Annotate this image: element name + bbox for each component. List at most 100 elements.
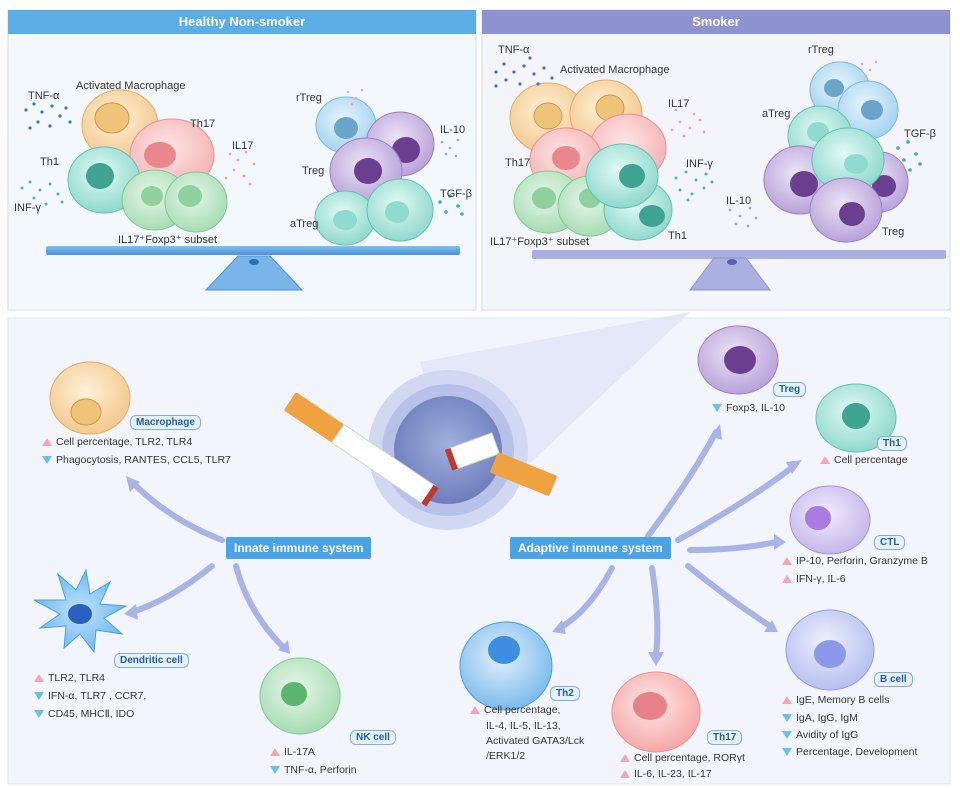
th1-up-row: Cell percentage bbox=[820, 454, 908, 466]
macrophage-up-row: Cell percentage, TLR2, TLR4 bbox=[42, 436, 192, 448]
dendritic-cell bbox=[33, 568, 128, 654]
up-arrow-icon bbox=[782, 575, 792, 583]
nk-tag: NK cell bbox=[350, 730, 396, 745]
th17-up-row-2: IL-6, IL-23, IL-17 bbox=[620, 768, 712, 780]
th1-tag: Th1 bbox=[877, 436, 907, 451]
th1-cell bbox=[815, 383, 897, 453]
dendritic-down-row-2: CD45, MHCⅡ, IDO bbox=[34, 708, 134, 720]
down-arrow-icon bbox=[42, 456, 52, 464]
right-il17-label: IL17 bbox=[668, 98, 690, 110]
bcell-down-row-1: IgA, IgG, IgM bbox=[782, 712, 858, 724]
up-arrow-icon bbox=[620, 770, 630, 778]
adaptive-arrow-heads bbox=[552, 424, 802, 666]
right-treg-cluster bbox=[763, 61, 909, 243]
dendritic-tag: Dendritic cell bbox=[114, 653, 189, 668]
left-infg-label: INF-γ bbox=[14, 202, 41, 214]
dendritic-up-row: TLR2, TLR4 bbox=[34, 672, 105, 684]
macrophage-tag: Macrophage bbox=[130, 415, 201, 430]
right-il10-label: IL-10 bbox=[726, 195, 752, 207]
up-arrow-icon bbox=[470, 706, 480, 714]
adaptive-arrows bbox=[557, 429, 797, 659]
left-treg-cluster bbox=[314, 96, 435, 246]
down-arrow-icon bbox=[34, 710, 44, 718]
left-title-bar bbox=[8, 10, 476, 34]
down-arrow-icon bbox=[782, 731, 792, 739]
macrophage-down-row: Phagocytosis, RANTES, CCL5, TLR7 bbox=[42, 454, 231, 466]
right-panel-title: Smoker bbox=[692, 14, 740, 29]
left-il10-label: IL-10 bbox=[440, 124, 466, 136]
right-macrophage-label: Activated Macrophage bbox=[560, 64, 670, 76]
up-arrow-icon bbox=[620, 754, 630, 762]
right-title-bar bbox=[482, 10, 950, 34]
bcell-tag: B cell bbox=[874, 672, 913, 687]
innate-arrows bbox=[129, 479, 287, 651]
right-tnf-label: TNF-α bbox=[498, 44, 530, 56]
left-th17-label: Th17 bbox=[190, 118, 216, 130]
nk-cell bbox=[259, 657, 341, 735]
left-tgfb-label: TGF-β bbox=[440, 188, 472, 200]
right-th1-label: Th1 bbox=[668, 230, 687, 242]
down-arrow-icon bbox=[782, 748, 792, 756]
th17-up-row-1: Cell percentage, RORγt bbox=[620, 752, 745, 764]
nk-down-row: TNF-α, Perforin bbox=[270, 764, 357, 776]
up-arrow-icon bbox=[782, 557, 792, 565]
b-cell bbox=[785, 609, 875, 691]
th2-line-4: /ERK1/2 bbox=[486, 750, 526, 762]
up-arrow-icon bbox=[820, 456, 830, 464]
left-tnf-label: TNF-α bbox=[28, 90, 60, 102]
th2-cell bbox=[459, 621, 553, 711]
bcell-up-row: IgE, Memory B cells bbox=[782, 694, 889, 706]
th2-line-2: IL-4, IL-5, IL-13, bbox=[486, 720, 561, 732]
up-arrow-icon bbox=[42, 438, 52, 446]
down-arrow-icon bbox=[34, 692, 44, 700]
down-arrow-icon bbox=[712, 404, 722, 412]
left-treg-label: Treg bbox=[302, 165, 325, 177]
right-subset-label: IL17⁺Foxp3⁺ subset bbox=[490, 236, 590, 248]
left-cytokine-dots bbox=[20, 88, 464, 216]
right-cytokine-dots bbox=[494, 56, 922, 228]
right-treg-label: Treg bbox=[882, 226, 905, 238]
up-arrow-icon bbox=[34, 674, 44, 682]
nk-up-row: IL-17A bbox=[270, 746, 315, 758]
th17-cell bbox=[611, 671, 701, 753]
treg-down-row: Foxp3, IL-10 bbox=[712, 402, 785, 414]
innate-arrow-heads bbox=[124, 476, 290, 654]
right-tgfb-label: TGF-β bbox=[904, 128, 936, 140]
adaptive-system-label: Adaptive immune system bbox=[510, 537, 671, 559]
right-rtreg-label: rTreg bbox=[808, 44, 834, 56]
treg-cell bbox=[697, 325, 779, 395]
ctl-up-row-2: IFN-γ, IL-6 bbox=[782, 573, 846, 585]
cigarette-right bbox=[444, 432, 557, 496]
right-infg-label: INF-γ bbox=[686, 158, 713, 170]
bcell-down-row-3: Percentage, Development bbox=[782, 746, 917, 758]
left-macrophage-label: Activated Macrophage bbox=[76, 80, 186, 92]
left-panel-title: Healthy Non-smoker bbox=[178, 14, 306, 29]
down-arrow-icon bbox=[270, 766, 280, 774]
th17-tag: Th17 bbox=[707, 730, 743, 745]
bcell-down-row-2: Avidity of IgG bbox=[782, 729, 858, 741]
th2-tag: Th2 bbox=[550, 686, 580, 701]
left-il17-label: IL17 bbox=[232, 140, 254, 152]
macrophage-cell bbox=[49, 361, 131, 435]
left-th1-label: Th1 bbox=[40, 156, 59, 168]
up-arrow-icon bbox=[782, 696, 792, 704]
left-cell-cluster bbox=[67, 89, 228, 233]
right-seesaw bbox=[532, 250, 946, 291]
left-subset-label: IL17⁺Foxp3⁺ subset bbox=[118, 234, 218, 246]
ctl-up-row-1: IP-10, Perforin, Granzyme B bbox=[782, 555, 928, 567]
th2-up-row: Cell percentage, bbox=[470, 704, 560, 716]
up-arrow-icon bbox=[270, 748, 280, 756]
dendritic-down-row-1: IFN-α, TLR7 , CCR7, bbox=[34, 690, 146, 702]
left-seesaw bbox=[46, 246, 460, 291]
right-th17-label: Th17 bbox=[505, 157, 531, 169]
th2-line-3: Activated GATA3/Lck bbox=[486, 735, 585, 747]
cigarette-left bbox=[284, 392, 439, 507]
left-rtreg-label: rTreg bbox=[296, 92, 322, 104]
ctl-tag: CTL bbox=[874, 535, 906, 550]
down-arrow-icon bbox=[782, 714, 792, 722]
right-atreg-label: aTreg bbox=[762, 108, 791, 120]
treg-tag: Treg bbox=[773, 382, 807, 397]
left-atreg-label: aTreg bbox=[290, 218, 319, 230]
